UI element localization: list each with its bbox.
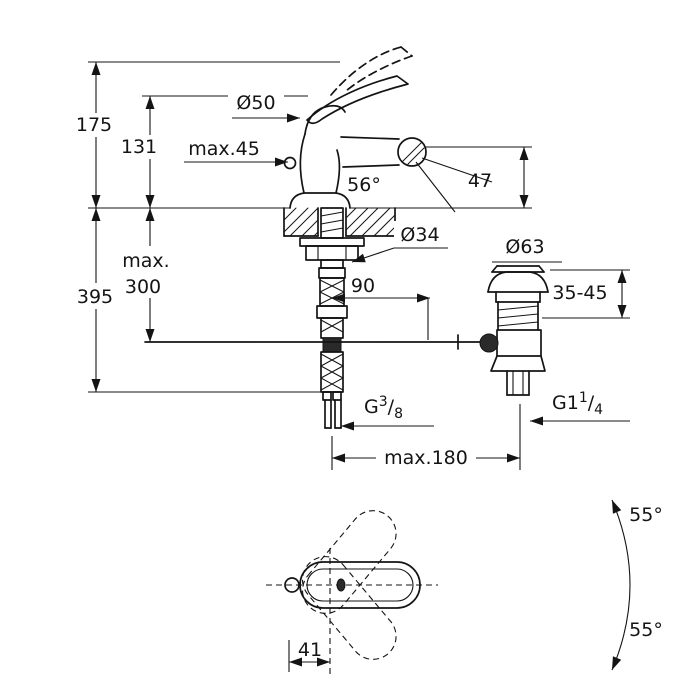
- dim-base-diameter-label: Ø50: [236, 92, 275, 114]
- dim-spray-angle-label: 56°: [347, 174, 381, 196]
- dim-hole-diameter-label: Ø34: [400, 224, 439, 246]
- faucet-body: [283, 46, 427, 209]
- deck-hatching: [283, 207, 396, 237]
- pop-up-waste: [479, 265, 549, 396]
- spray-head: [397, 137, 427, 167]
- dim-swing-up-label: 55°: [629, 504, 663, 526]
- dim-body-height-label: 131: [121, 136, 157, 158]
- dimension-arrowheads: [91, 62, 627, 672]
- dim-lever-offset-label: 41: [298, 639, 322, 661]
- lever-pin: [336, 578, 346, 592]
- faucet-side-view-group: [144, 46, 549, 429]
- pop-up-rod: [144, 334, 481, 350]
- dim-thickness-range-label: 35-45: [552, 282, 607, 304]
- dim-hose-max-label-line1: max.: [122, 250, 169, 272]
- waste-thread-label: G11/4: [552, 390, 603, 418]
- mounting-hardware: [299, 207, 365, 269]
- dimension-lines-group: [95, 62, 630, 663]
- dim-hose-max-label-line2: 300: [125, 276, 161, 298]
- dim-rod-offset-label: 90: [351, 275, 375, 297]
- dim-max-thickness-label: max.45: [188, 138, 260, 160]
- rotation-arc: [611, 499, 631, 671]
- lever-top-view: [284, 561, 421, 609]
- pop-up-knob: [283, 156, 297, 170]
- dim-max-projection-label: max.180: [384, 447, 468, 469]
- rod-ball-joint: [322, 337, 342, 353]
- extension-lines-group: [88, 61, 630, 672]
- dim-below-depth-label: 395: [77, 286, 113, 308]
- dimension-labels: 175 131 max.45 Ø50 56° 47 395 max. 300 Ø…: [76, 92, 663, 661]
- dim-spout-height-label: 47: [468, 170, 492, 192]
- mounting-deck: [283, 207, 396, 237]
- waste-ball-joint: [479, 333, 499, 353]
- supply-hoses: [316, 267, 348, 429]
- dim-total-height-label: 175: [76, 114, 112, 136]
- supply-thread-label: G3/8: [364, 394, 403, 422]
- set-screw: [284, 577, 300, 593]
- dim-waste-diameter-label: Ø63: [505, 236, 544, 258]
- swing-range-dashed: [301, 510, 397, 660]
- dim-swing-down-label: 55°: [629, 619, 663, 641]
- plan-view-group: [266, 499, 631, 674]
- label-backgrounds: [69, 91, 476, 660]
